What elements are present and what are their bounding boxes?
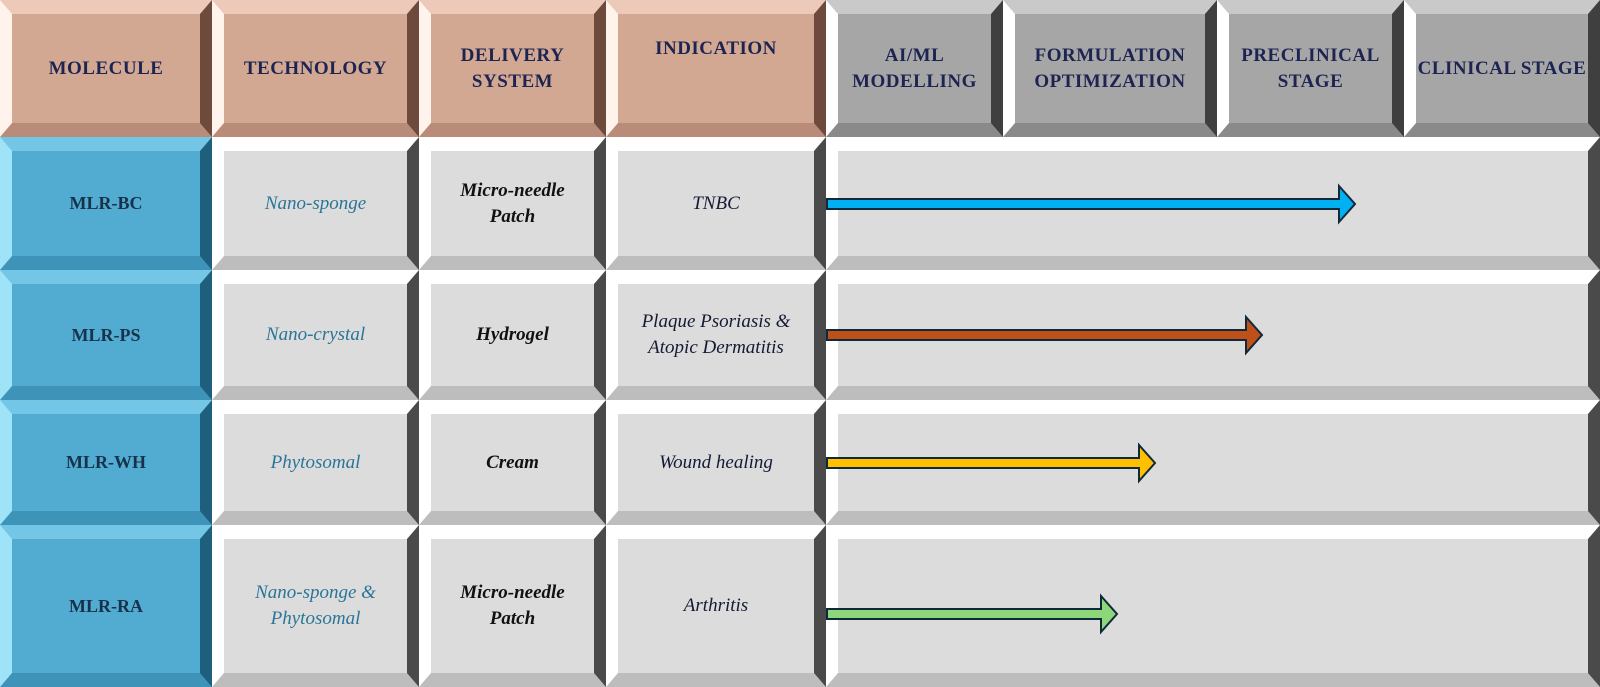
- technology-cell-text: Nano-sponge: [264, 192, 367, 214]
- indication-cell: Arthritis: [606, 525, 826, 687]
- technology-cell: Nano-sponge: [212, 137, 419, 270]
- progress-arrow-icon: [826, 314, 1264, 356]
- delivery-system-cell: Hydrogel: [419, 270, 606, 400]
- indication-cell: Wound healing: [606, 400, 826, 525]
- indication-cell: Plaque Psoriasis & Atopic Dermatitis: [606, 270, 826, 400]
- delivery-system-cell-text: Cream: [486, 451, 539, 473]
- header-delivery-system: DELIVERY SYSTEM: [419, 0, 606, 137]
- header-ai-ml-modelling: AI/ML MODELLING: [826, 0, 1003, 137]
- indication-cell-text: TNBC: [692, 192, 740, 214]
- progress-arrow-icon: [826, 441, 1157, 484]
- technology-cell-text: Phytosomal: [270, 451, 361, 473]
- header-label: PRECLINICAL STAGE: [1241, 44, 1380, 92]
- delivery-system-cell-text: Micro-needle Patch: [460, 582, 565, 629]
- molecule-cell-text: MLR-RA: [69, 595, 143, 616]
- header-label: FORMULATION OPTIMIZATION: [1034, 44, 1186, 92]
- molecule-cell: MLR-RA: [0, 525, 212, 687]
- header-molecule: MOLECULE: [0, 0, 212, 137]
- header-label: CLINICAL STAGE: [1417, 57, 1587, 79]
- molecule-cell-text: MLR-PS: [71, 324, 141, 345]
- indication-cell-text: Arthritis: [683, 595, 749, 616]
- header-label: MOLECULE: [48, 57, 164, 79]
- technology-cell-text: Nano-crystal: [265, 324, 366, 345]
- technology-cell: Phytosomal: [212, 400, 419, 525]
- molecule-cell: MLR-PS: [0, 270, 212, 400]
- delivery-system-cell: Cream: [419, 400, 606, 525]
- molecule-cell: MLR-BC: [0, 137, 212, 270]
- technology-cell: Nano-crystal: [212, 270, 419, 400]
- header-label: INDICATION: [655, 37, 777, 59]
- indication-cell: TNBC: [606, 137, 826, 270]
- header-label: DELIVERY SYSTEM: [460, 44, 565, 92]
- header-label: AI/ML MODELLING: [852, 44, 977, 92]
- delivery-system-cell: Micro-needle Patch: [419, 137, 606, 270]
- stage-lane: [826, 525, 1600, 687]
- header-label: TECHNOLOGY: [243, 57, 388, 79]
- header-preclinical-stage: PRECLINICAL STAGE: [1217, 0, 1404, 137]
- technology-cell-text: Nano-sponge & Phytosomal: [255, 582, 376, 629]
- header-technology: TECHNOLOGY: [212, 0, 419, 137]
- molecule-cell: MLR-WH: [0, 400, 212, 525]
- molecule-cell-text: MLR-BC: [69, 193, 143, 213]
- indication-cell-text: Plaque Psoriasis & Atopic Dermatitis: [641, 311, 791, 358]
- delivery-system-cell-text: Micro-needle Patch: [460, 179, 565, 227]
- technology-cell: Nano-sponge & Phytosomal: [212, 525, 419, 687]
- header-formulation-optimization: FORMULATION OPTIMIZATION: [1003, 0, 1217, 137]
- progress-arrow-icon: [826, 182, 1357, 225]
- delivery-system-cell-text: Hydrogel: [476, 324, 549, 345]
- progress-arrow-icon: [826, 593, 1119, 635]
- header-clinical-stage: CLINICAL STAGE: [1404, 0, 1600, 137]
- molecule-cell-text: MLR-WH: [66, 452, 146, 472]
- delivery-system-cell: Micro-needle Patch: [419, 525, 606, 687]
- header-indication: INDICATION: [606, 0, 826, 137]
- indication-cell-text: Wound healing: [659, 451, 773, 473]
